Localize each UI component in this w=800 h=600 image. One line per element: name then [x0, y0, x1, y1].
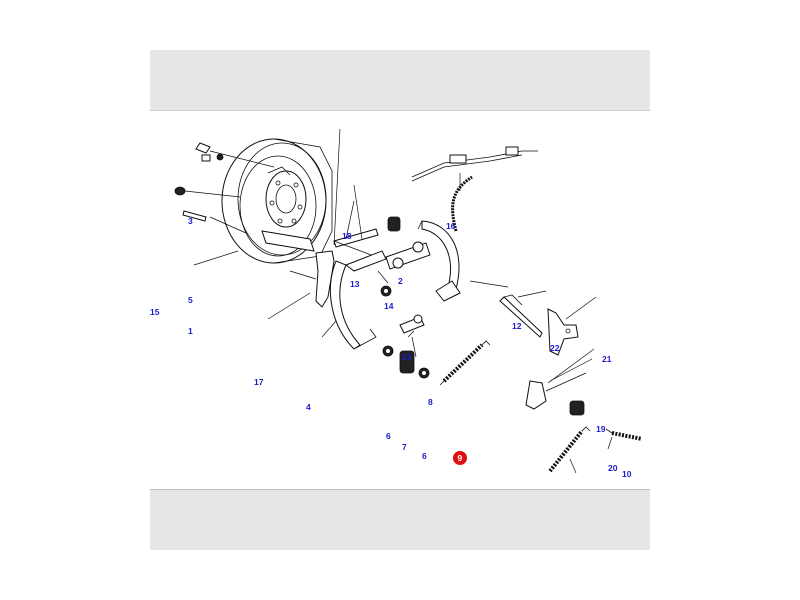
label-20: 20	[608, 463, 618, 473]
wheel-cylinder-part-2	[385, 241, 431, 270]
label-7: 7	[402, 442, 407, 452]
label-2: 2	[398, 276, 403, 286]
label-18: 18	[342, 231, 352, 241]
label-3: 3	[188, 216, 193, 226]
label-9-highlight: 9	[453, 451, 467, 465]
label-14: 14	[384, 301, 394, 311]
return-spring-part-9	[439, 340, 491, 386]
top-band	[150, 50, 650, 110]
lever-part-17	[289, 250, 335, 308]
label-19: 19	[596, 424, 606, 434]
parts-drawing: 1 2 3 4 5 6 6 7 8 9 10 11 12 13 14 15 1	[150, 110, 650, 491]
label-10: 10	[622, 469, 632, 479]
bolt-part-3	[195, 142, 275, 168]
spring-part-11	[548, 426, 591, 473]
brake-shoe-part-12	[417, 220, 461, 302]
brake-assembly-diagram: 1 2 3 4 5 6 6 7 8 9 10 11 12 13 14 15 1	[150, 128, 643, 491]
spring-part-10	[605, 428, 643, 441]
cable-part-16	[411, 146, 538, 232]
label-6b: 6	[422, 451, 427, 461]
label-17: 17	[254, 377, 264, 387]
label-4: 4	[306, 402, 311, 412]
label-23: 23	[402, 352, 412, 362]
label-9: 9	[458, 453, 463, 463]
washer-part-6a	[382, 345, 394, 357]
adjuster-bracket-part-19	[525, 372, 587, 410]
label-22: 22	[550, 343, 560, 353]
washer-part-23	[380, 285, 392, 297]
nut-part-15	[174, 186, 241, 198]
label-21: 21	[602, 354, 612, 364]
adjuster-pin-part-8	[399, 314, 425, 334]
label-12: 12	[512, 321, 522, 331]
label-15: 15	[150, 307, 160, 317]
stud-part-5	[182, 210, 207, 222]
brake-shoe-part-4	[330, 250, 387, 350]
label-13: 13	[350, 279, 360, 289]
bottom-band	[150, 490, 650, 550]
label-1: 1	[188, 326, 193, 336]
diagram-frame: 1 2 3 4 5 6 6 7 8 9 10 11 12 13 14 15 1	[150, 50, 650, 550]
label-5: 5	[188, 295, 193, 305]
parking-lever-part-21	[547, 308, 579, 356]
nut-part-20	[569, 400, 585, 416]
spring-part-7	[399, 350, 415, 374]
label-group: 1 2 3 4 5 6 6 7 8 9 10 11 12 13 14 15 1	[150, 216, 632, 491]
backing-plate-part-1	[221, 138, 333, 264]
spring-part-14	[387, 216, 401, 232]
label-16: 16	[446, 221, 456, 231]
leader-lines	[193, 128, 613, 474]
washer-part-6b	[418, 367, 430, 379]
label-6a: 6	[386, 431, 391, 441]
link-part-22	[499, 294, 543, 338]
label-8: 8	[428, 397, 433, 407]
